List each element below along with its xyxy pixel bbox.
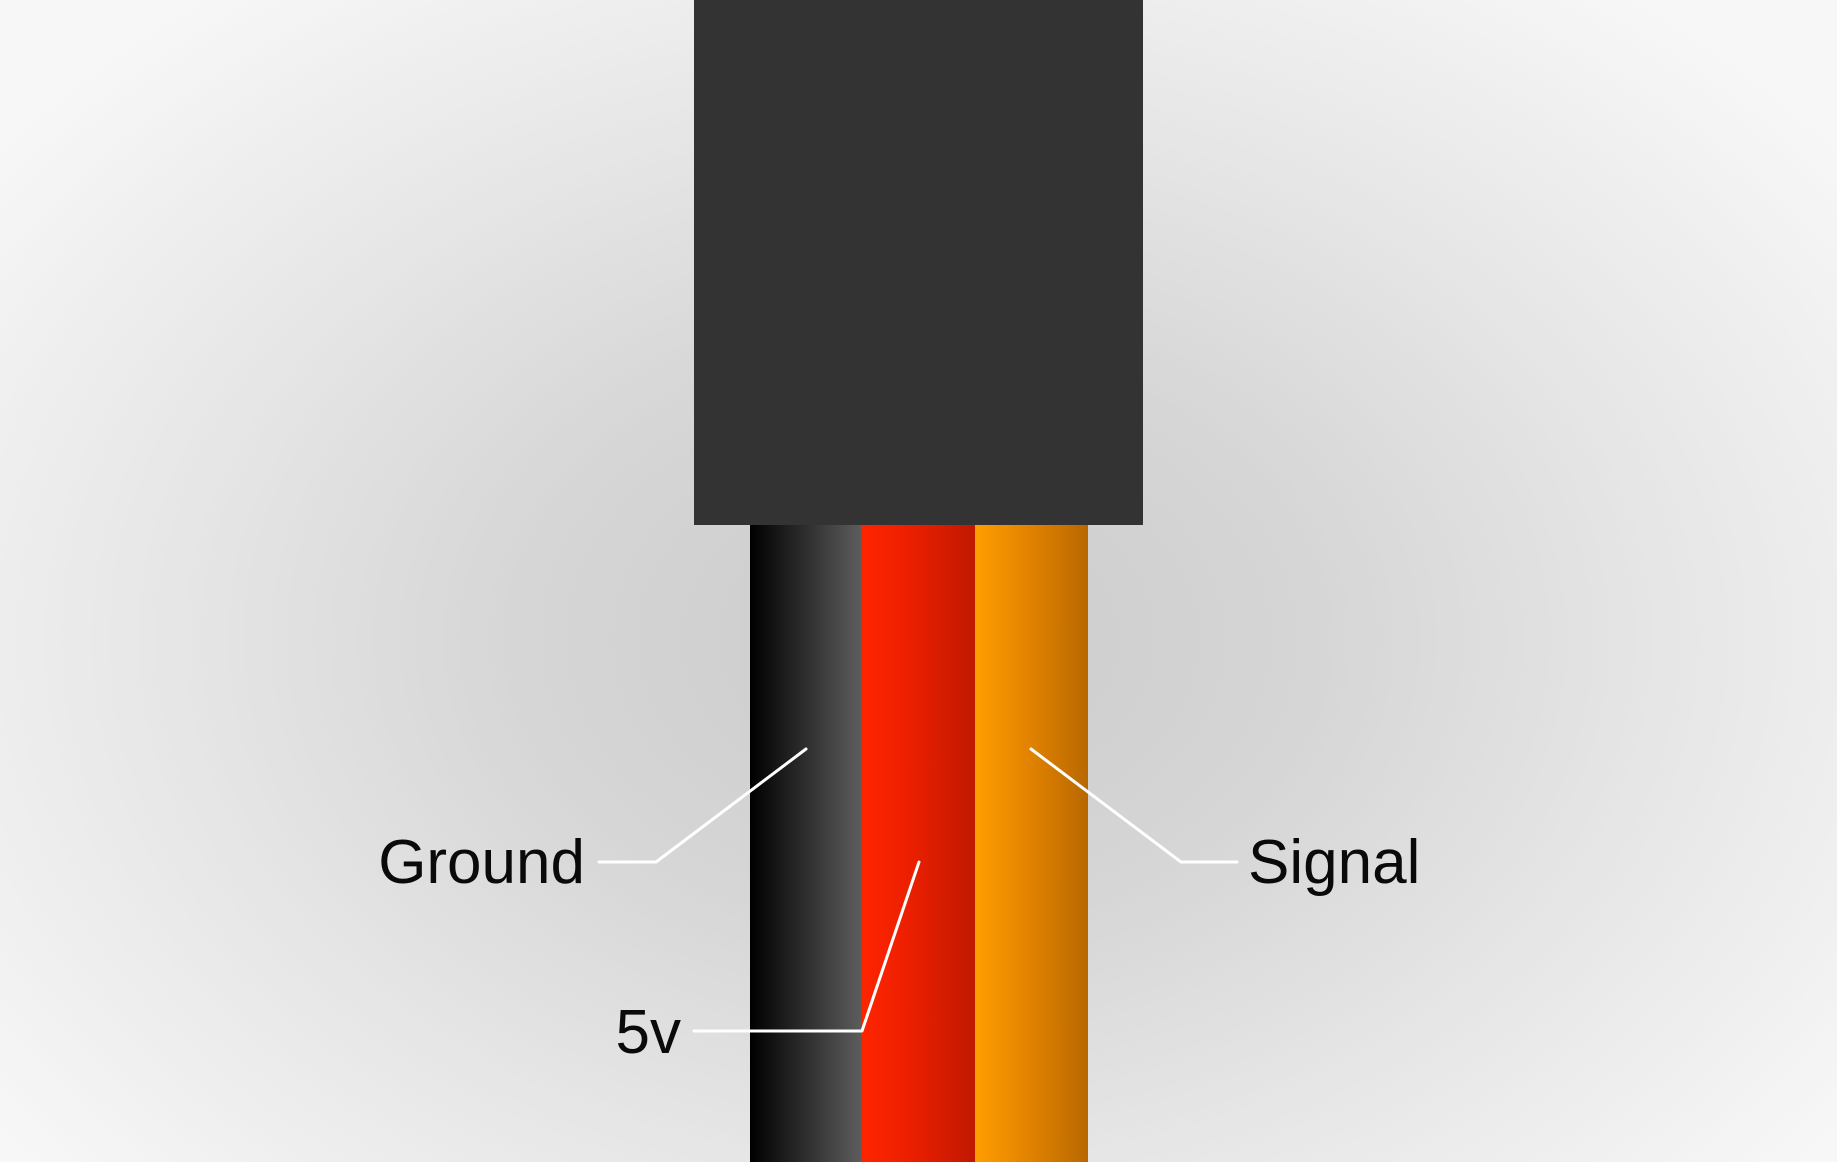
connector-housing	[694, 0, 1143, 525]
wire-5v	[862, 525, 975, 1162]
wire-ground	[750, 525, 863, 1162]
ground-label: Ground	[378, 828, 585, 897]
wire-signal	[975, 525, 1088, 1162]
ground-leader-line	[597, 747, 808, 864]
signal-leader-line	[1029, 747, 1239, 864]
power-leader-line	[692, 860, 921, 1033]
power-label: 5v	[615, 998, 681, 1067]
signal-label: Signal	[1248, 828, 1421, 897]
